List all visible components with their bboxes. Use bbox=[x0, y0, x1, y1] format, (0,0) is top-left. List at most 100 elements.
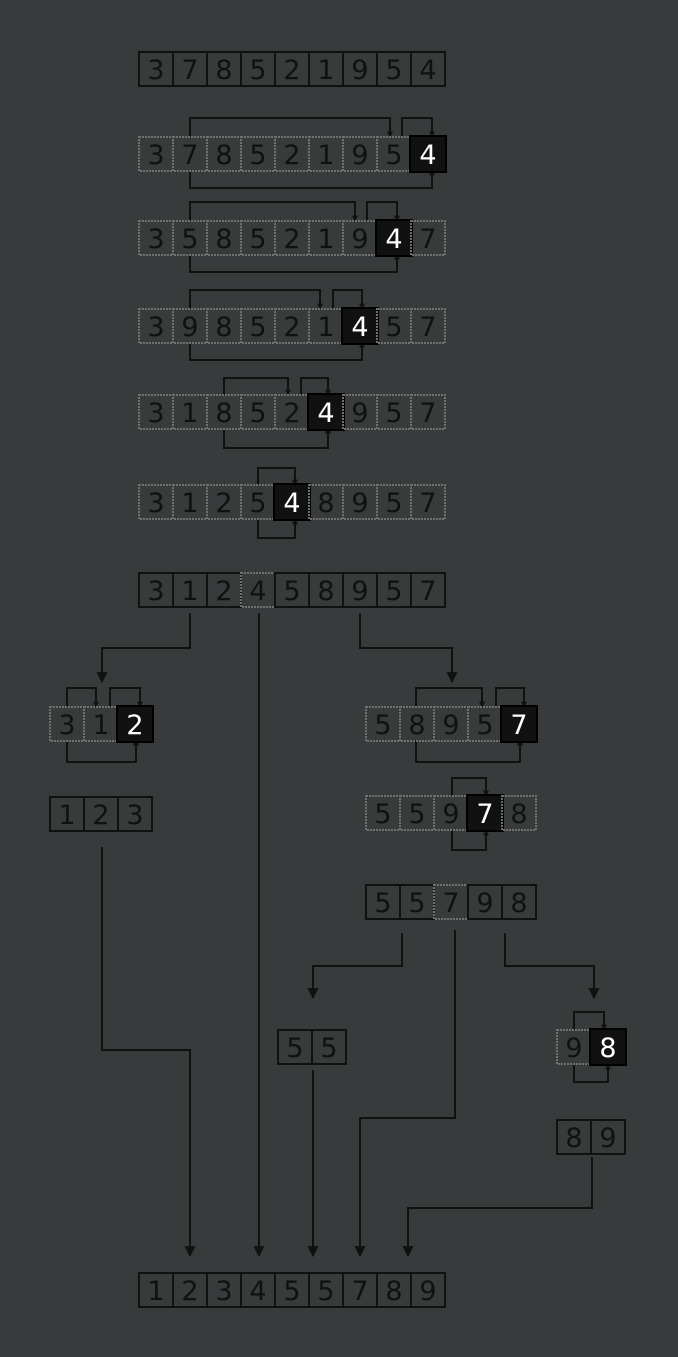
swap-arrow bbox=[189, 341, 365, 361]
cell-value: 4 bbox=[249, 576, 266, 607]
cell-value: 7 bbox=[476, 799, 493, 830]
cell-value: 7 bbox=[510, 710, 527, 741]
cell-value: 5 bbox=[408, 799, 425, 830]
swap-arrow bbox=[189, 289, 323, 310]
cell-value: 8 bbox=[510, 888, 527, 919]
swap-arrow bbox=[189, 253, 400, 273]
cell-value: 5 bbox=[385, 488, 402, 519]
cell-value: 7 bbox=[351, 1276, 368, 1307]
cell-value: 3 bbox=[147, 224, 164, 255]
array-cell bbox=[410, 220, 446, 256]
array-cell bbox=[311, 1029, 347, 1065]
cell-value: 7 bbox=[419, 488, 436, 519]
cell-value: 1 bbox=[147, 1276, 164, 1307]
flow-arrow bbox=[307, 933, 403, 1000]
cell-value: 2 bbox=[283, 224, 300, 255]
swap-arrow bbox=[189, 117, 393, 138]
cell-value: 4 bbox=[317, 398, 334, 429]
cell-value: 9 bbox=[351, 224, 368, 255]
cell-value: 1 bbox=[181, 398, 198, 429]
swap-arrow bbox=[223, 377, 291, 396]
cell-value: 9 bbox=[351, 55, 368, 86]
cell-value: 5 bbox=[249, 488, 266, 519]
cell-value: 1 bbox=[92, 710, 109, 741]
swap-arrow bbox=[415, 687, 485, 708]
pivot-cell bbox=[273, 483, 311, 521]
cell-value: 8 bbox=[565, 1123, 582, 1154]
array-cell bbox=[410, 1272, 446, 1308]
cell-value: 8 bbox=[510, 799, 527, 830]
cell-value: 8 bbox=[408, 710, 425, 741]
cell-value: 3 bbox=[147, 140, 164, 171]
flow-arrow bbox=[402, 1157, 593, 1258]
array-cell bbox=[501, 795, 537, 831]
cell-value: 7 bbox=[419, 398, 436, 429]
swap-arrows bbox=[66, 117, 611, 1083]
cell-value: 3 bbox=[147, 398, 164, 429]
cell-value: 5 bbox=[286, 1033, 303, 1064]
swap-arrow bbox=[223, 427, 331, 449]
pivot-cell bbox=[466, 794, 504, 832]
cell-value: 5 bbox=[320, 1033, 337, 1064]
pivot-cell bbox=[409, 135, 447, 173]
cell-value: 9 bbox=[419, 1276, 436, 1307]
pivot-cell bbox=[500, 705, 538, 743]
cell-value: 5 bbox=[249, 312, 266, 343]
cell-value: 3 bbox=[147, 576, 164, 607]
cell-value: 8 bbox=[317, 576, 334, 607]
cell-value: 3 bbox=[215, 1276, 232, 1307]
swap-arrow bbox=[189, 201, 358, 222]
cell-value: 2 bbox=[92, 800, 109, 831]
cell-value: 5 bbox=[476, 710, 493, 741]
cell-value: 2 bbox=[215, 488, 232, 519]
cell-value: 2 bbox=[215, 576, 232, 607]
flow-arrow bbox=[354, 930, 456, 1258]
swap-arrow bbox=[332, 289, 365, 310]
cell-value: 9 bbox=[351, 576, 368, 607]
cell-value: 2 bbox=[181, 1276, 198, 1307]
cell-value: 5 bbox=[283, 576, 300, 607]
cell-value: 3 bbox=[147, 312, 164, 343]
swap-arrow bbox=[451, 777, 489, 797]
swap-arrow bbox=[401, 117, 435, 138]
cell-value: 1 bbox=[317, 55, 334, 86]
cell-value: 7 bbox=[419, 312, 436, 343]
cell-value: 5 bbox=[408, 888, 425, 919]
cell-value: 2 bbox=[283, 55, 300, 86]
pivot-cell bbox=[589, 1028, 627, 1066]
cell-value: 9 bbox=[599, 1123, 616, 1154]
cell-value: 9 bbox=[442, 710, 459, 741]
cell-value: 8 bbox=[215, 55, 232, 86]
cell-value: 4 bbox=[283, 488, 300, 519]
cell-value: 9 bbox=[181, 312, 198, 343]
cell-value: 5 bbox=[385, 312, 402, 343]
cell-value: 5 bbox=[249, 140, 266, 171]
swap-arrow bbox=[366, 201, 400, 222]
cell-value: 5 bbox=[374, 710, 391, 741]
cell-value: 8 bbox=[317, 488, 334, 519]
cell-value: 3 bbox=[126, 800, 143, 831]
cell-value: 5 bbox=[249, 224, 266, 255]
cell-value: 2 bbox=[283, 312, 300, 343]
swap-arrow bbox=[573, 1011, 607, 1031]
cell-value: 1 bbox=[317, 312, 334, 343]
cell-value: 7 bbox=[419, 224, 436, 255]
cell-value: 9 bbox=[351, 398, 368, 429]
cell-value: 2 bbox=[283, 398, 300, 429]
cell-value: 9 bbox=[351, 488, 368, 519]
cell-value: 9 bbox=[565, 1033, 582, 1064]
cell-value: 5 bbox=[317, 1276, 334, 1307]
cell-value: 7 bbox=[181, 140, 198, 171]
swap-arrow bbox=[451, 829, 489, 851]
